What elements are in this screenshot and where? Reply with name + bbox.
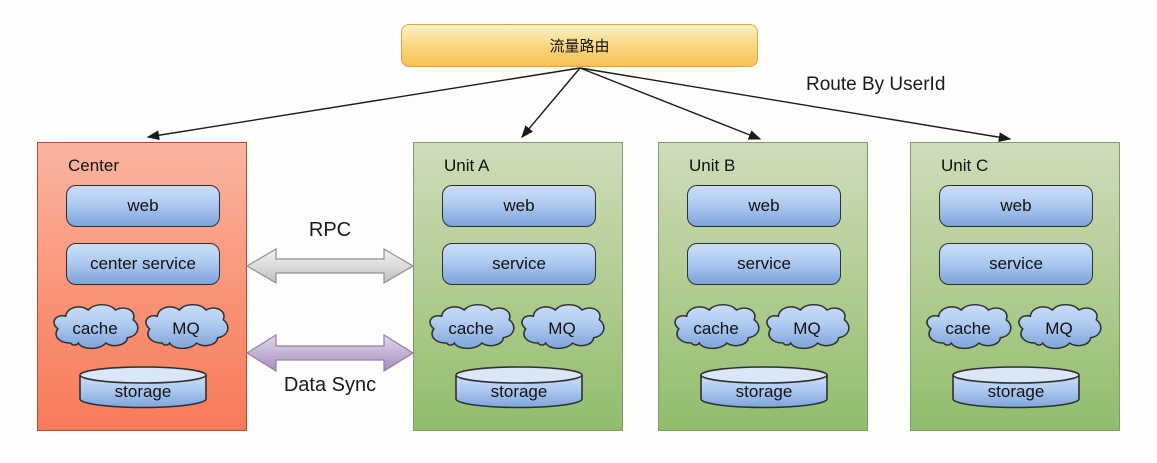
service-node: service [442, 243, 596, 285]
mq-label: MQ [548, 318, 576, 338]
storage-label: storage [987, 382, 1045, 401]
cache-label: cache [693, 318, 739, 338]
route-by-userid-label: Route By UserId [806, 74, 946, 95]
traffic-router-node: 流量路由 [401, 24, 758, 67]
service-node: center service [66, 243, 220, 285]
cache-label: cache [448, 318, 494, 338]
cache-cloud: cache [427, 302, 515, 352]
cloud-icon [674, 303, 760, 350]
container-center: Center web center service cache MQ stora… [37, 142, 247, 431]
arrow-to-unit-b [579, 67, 762, 140]
container-unit-a: Unit A web service cache MQ storage [413, 142, 623, 431]
cache-cloud: cache [924, 302, 1012, 352]
cloud-icon [1018, 303, 1102, 350]
arrow-to-center [146, 67, 581, 141]
mq-label: MQ [172, 318, 200, 338]
storage-cylinder: storage [699, 366, 829, 409]
container-unit-c: Unit C web service cache MQ storage [910, 142, 1120, 431]
rpc-label: RPC [308, 219, 352, 241]
web-node: web [66, 185, 220, 227]
mq-cloud: MQ [1016, 302, 1102, 352]
cylinder-icon [952, 366, 1080, 409]
web-node: web [939, 185, 1093, 227]
service-node: service [687, 243, 841, 285]
cloud-icon [521, 303, 605, 350]
cloud-icon [145, 303, 229, 350]
arrow-to-unit-a [521, 67, 581, 139]
cloud-icon [429, 303, 515, 350]
storage-cylinder: storage [454, 366, 584, 409]
data-sync-arrow [246, 333, 414, 373]
mq-cloud: MQ [519, 302, 605, 352]
cylinder-icon [455, 366, 583, 409]
container-title: Unit C [941, 156, 989, 175]
mq-cloud: MQ [764, 302, 850, 352]
storage-cylinder: storage [951, 366, 1081, 409]
mq-label: MQ [793, 318, 821, 338]
storage-label: storage [490, 382, 548, 401]
container-unit-b: Unit B web service cache MQ storage [658, 142, 868, 431]
container-title: Unit A [444, 156, 490, 175]
storage-label: storage [114, 382, 172, 401]
service-node: service [939, 243, 1093, 285]
web-node: web [442, 185, 596, 227]
cylinder-icon [79, 366, 207, 409]
storage-cylinder: storage [78, 366, 208, 409]
cache-cloud: cache [672, 302, 760, 352]
cache-label: cache [72, 318, 118, 338]
arrow-to-unit-c [579, 67, 1012, 143]
storage-label: storage [735, 382, 793, 401]
cloud-icon [53, 303, 139, 350]
container-title: Unit B [689, 156, 736, 175]
mq-label: MQ [1045, 318, 1073, 338]
cache-cloud: cache [51, 302, 139, 352]
data-sync-label: Data Sync [283, 374, 377, 396]
cloud-icon [926, 303, 1012, 350]
container-title: Center [68, 156, 120, 175]
cache-label: cache [945, 318, 991, 338]
cylinder-icon [700, 366, 828, 409]
mq-cloud: MQ [143, 302, 229, 352]
cloud-icon [766, 303, 850, 350]
rpc-arrow [246, 247, 414, 285]
web-node: web [687, 185, 841, 227]
